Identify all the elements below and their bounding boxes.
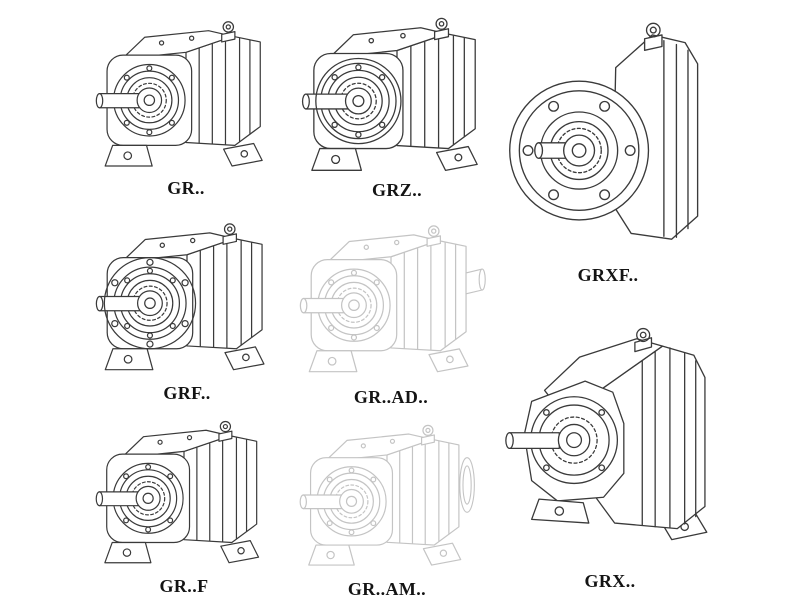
gear-unit-grz: GRZ.. [298,6,496,201]
gear-unit-grz-label: GRZ.. [371,180,422,201]
gear-unit-gr-f-drawing [92,410,276,568]
gear-unit-grxf: GRXF.. [502,6,714,286]
gear-unit-gr-ad: GR..AD.. [296,214,486,408]
gear-unit-grx: GRX.. [504,300,716,592]
gear-unit-grf: GRF.. [92,212,282,404]
gear-unit-gr-label: GR.. [167,177,205,198]
input-adapter [465,268,486,295]
gear-unit-grz-drawing [298,6,496,176]
eyebolt [634,327,653,353]
output-shaft [534,134,596,167]
housing-body [593,345,706,530]
gear-unit-gr-ad-label: GR..AD.. [353,387,429,408]
front-foot [531,498,590,524]
eyebolt [643,22,663,52]
gear-unit-gr-drawing [92,10,280,172]
motor-flange [459,457,475,513]
output-shaft [505,423,591,457]
gear-unit-grxf-drawing [509,22,699,240]
gear-unit-gr-f-label: GR..F [159,576,209,597]
gear-unit-grx-drawing [505,327,708,541]
gear-unit-grxf-label: GRXF.. [577,264,639,285]
gear-unit-gr-am-label: GR..AM.. [347,578,427,599]
gear-unit-gr-am: GR..AM.. [296,414,478,600]
gear-unit-gr-am-drawing [296,414,475,571]
gear-unit-grf-drawing [92,212,282,375]
gear-unit-gr-f: GR..F [92,410,276,597]
gear-unit-gr: GR.. [92,10,280,199]
mounting-flange [103,256,197,350]
gear-unit-grx-label: GRX.. [584,571,636,592]
gear-unit-gr-ad-drawing [296,214,486,377]
boss-ring [315,57,402,145]
gear-unit-grf-label: GRF.. [163,383,211,404]
